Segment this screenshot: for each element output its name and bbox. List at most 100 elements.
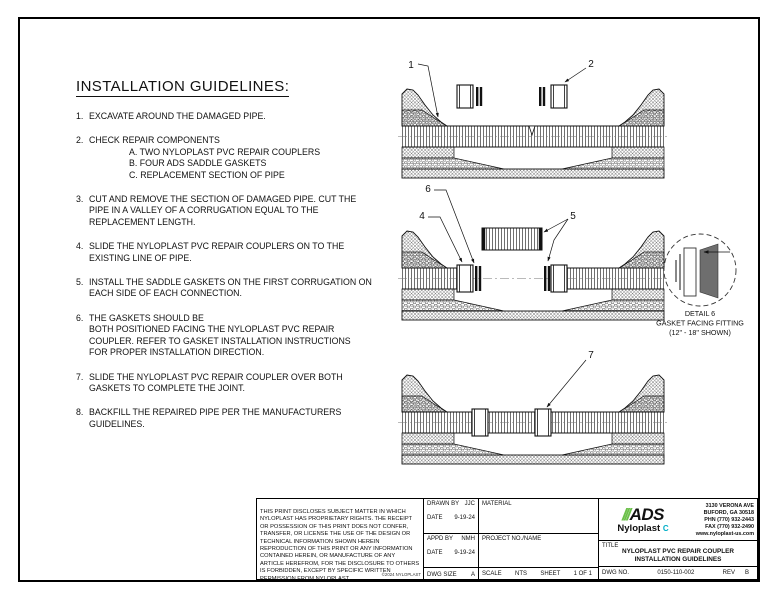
guideline-body: CHECK REPAIR COMPONENTS A. TWO NYLOPLAST… — [89, 135, 320, 181]
approval-column: DRAWN BY JJC DATE 9-19-24 APPD BY NMH DA… — [424, 499, 479, 579]
soil-berm-left — [401, 88, 449, 127]
guideline-number: 2. — [76, 135, 84, 146]
guideline-text: CHECK REPAIR COMPONENTS — [89, 135, 220, 146]
copyright: ©2024 NYLOPLAST — [381, 571, 421, 577]
guideline-item-6: 6. THE GASKETS SHOULD BE BOTH POSITIONED… — [76, 313, 406, 359]
ads-slashes-icon: /// — [621, 504, 631, 524]
guideline-text: EXCAVATE AROUND THE DAMAGED PIPE. — [89, 111, 266, 121]
guideline-number: 7. — [76, 371, 84, 382]
nyloplast-wordmark: Nyloplast C — [599, 524, 687, 534]
rev-cell: REV B — [723, 570, 757, 576]
repair-coupler-right — [550, 84, 568, 109]
scale-label: SCALE — [482, 570, 502, 577]
ads-nyloplast-logo: ///ADS Nyloplast C — [599, 506, 687, 534]
saddle-gasket-left — [475, 266, 482, 291]
dwg-no-value: 0150-110-002 — [657, 570, 695, 576]
drawn-by-label: DRAWN BY — [427, 501, 460, 507]
repair-coupler-left — [456, 264, 474, 293]
drawn-date-value: 9-19-24 — [454, 515, 475, 521]
guidelines-title: INSTALLATION GUIDELINES: — [76, 78, 290, 97]
saddle-gasket-right — [544, 266, 551, 291]
bedding-layers — [401, 288, 665, 321]
installation-guidelines: INSTALLATION GUIDELINES: 1. EXCAVATE ARO… — [76, 78, 406, 443]
dwg-no-label: DWG NO. — [602, 570, 629, 576]
guideline-subitems: A. TWO NYLOPLAST PVC REPAIR COUPLERS B. … — [129, 146, 321, 180]
guideline-number: 5. — [76, 277, 84, 288]
dwg-size-label: DWG SIZE — [427, 571, 457, 578]
appd-by-value: NMH — [461, 536, 475, 542]
ads-text: ADS — [629, 504, 665, 524]
appd-by-label: APPD BY — [427, 536, 454, 542]
soil-berm-left — [401, 230, 449, 269]
replacement-pipe-section — [481, 227, 543, 251]
callout-7: 7 — [588, 350, 594, 361]
material-cell: MATERIAL — [479, 499, 598, 534]
callout-4: 4 — [419, 211, 425, 222]
detail-title: DETAIL 6 — [685, 309, 715, 318]
leader-line-6 — [434, 189, 475, 264]
company-cell: ///ADS Nyloplast C 3130 VERONA AVE BUFOR… — [599, 499, 757, 541]
leader-line-5a — [543, 218, 569, 233]
guideline-number: 3. — [76, 194, 84, 205]
guideline-item-3: 3. CUT AND REMOVE THE SECTION OF DAMAGED… — [76, 194, 406, 228]
repair-coupler-right — [550, 264, 568, 293]
gasket-profile — [675, 243, 719, 299]
legal-text: THIS PRINT DISCLOSES SUBJECT MATTER IN W… — [260, 508, 420, 582]
guideline-item-7: 7. SLIDE THE NYLOPLAST PVC REPAIR COUPLE… — [76, 372, 406, 395]
detail-caption: GASKET FACING FITTING — [656, 319, 744, 328]
soil-berm-right — [617, 374, 665, 413]
guideline-text: THE GASKETS SHOULD BE BOTH POSITIONED FA… — [89, 312, 351, 358]
leader-line-4 — [428, 216, 463, 263]
guideline-text: SLIDE THE NYLOPLAST PVC REPAIR COUPLER O… — [89, 371, 343, 393]
soil-berm-right — [617, 88, 665, 127]
guideline-item-8: 8. BACKFILL THE REPAIRED PIPE PER THE MA… — [76, 407, 406, 430]
guideline-text: SLIDE THE NYLOPLAST PVC REPAIR COUPLERS … — [89, 241, 345, 263]
saddle-gaskets-left — [476, 87, 483, 106]
guideline-text: INSTALL THE SADDLE GASKETS ON THE FIRST … — [89, 277, 372, 299]
guideline-item-2: 2. CHECK REPAIR COMPONENTS A. TWO NYLOPL… — [76, 135, 406, 181]
sheet-label: SHEET — [540, 570, 561, 577]
rev-label: REV — [722, 570, 735, 576]
figure-couplers-installed: 6 4 5 — [398, 184, 668, 321]
detail-circle — [663, 233, 737, 307]
soil-berm-right — [617, 230, 665, 269]
title-cell: TITLE NYLOPLAST PVC REPAIR COUPLER INSTA… — [599, 541, 757, 567]
installed-coupler-left — [471, 408, 489, 437]
figure-excavation: 1 2 — [398, 59, 668, 179]
guideline-number: 4. — [76, 241, 84, 252]
title-label: TITLE — [602, 543, 619, 549]
callout-2: 2 — [588, 59, 594, 70]
date-label: DATE — [427, 515, 443, 521]
detail-gasket-facing: DETAIL 6 GASKET FACING FITTING (12" - 18… — [656, 233, 744, 337]
guideline-number: 1. — [76, 111, 84, 121]
rev-value: B — [744, 570, 749, 576]
bedding-layers — [401, 146, 665, 179]
guideline-item-4: 4. SLIDE THE NYLOPLAST PVC REPAIR COUPLE… — [76, 241, 406, 264]
leader-line-7 — [546, 359, 587, 408]
detail-note: (12" - 18" SHOWN) — [669, 328, 731, 337]
installed-coupler-right — [534, 408, 552, 437]
drawing-title: NYLOPLAST PVC REPAIR COUPLER INSTALLATIO… — [621, 548, 735, 563]
title-block: THIS PRINT DISCLOSES SUBJECT MATTER IN W… — [256, 498, 758, 582]
callout-1: 1 — [408, 60, 414, 71]
drawn-by-value: JJC — [464, 501, 475, 507]
guideline-number: 6. — [76, 312, 84, 323]
project-cell: PROJECT NO./NAME — [479, 534, 598, 568]
company-address: 3130 VERONA AVE BUFORD, GA 30518 PHN (77… — [695, 503, 754, 537]
callout-5: 5 — [570, 211, 576, 222]
sheet-value: 1 OF 1 — [573, 570, 592, 577]
guideline-text: CUT AND REMOVE THE SECTION OF DAMAGED PI… — [89, 194, 357, 227]
scale-value: NTS — [515, 570, 527, 577]
project-column: MATERIAL PROJECT NO./NAME SCALE NTS SHEE… — [479, 499, 599, 579]
dwg-no-cell: DWG NO. 0150-110-002 REV B — [599, 567, 757, 579]
figure-completed-repair: 7 — [398, 350, 668, 465]
saddle-gaskets-right — [539, 87, 546, 106]
date-label: DATE — [427, 550, 443, 556]
drawn-by-cell: DRAWN BY JJC DATE 9-19-24 — [424, 499, 478, 534]
appd-date-value: 9-19-24 — [454, 550, 475, 556]
leader-line-5b — [547, 218, 569, 262]
approved-by-cell: APPD BY NMH DATE 9-19-24 — [424, 534, 478, 568]
guideline-item-5: 5. INSTALL THE SADDLE GASKETS ON THE FIR… — [76, 277, 406, 300]
scale-sheet-cell: SCALE NTS SHEET 1 OF 1 — [479, 568, 598, 579]
guideline-item-1: 1. EXCAVATE AROUND THE DAMAGED PIPE. — [76, 111, 406, 122]
